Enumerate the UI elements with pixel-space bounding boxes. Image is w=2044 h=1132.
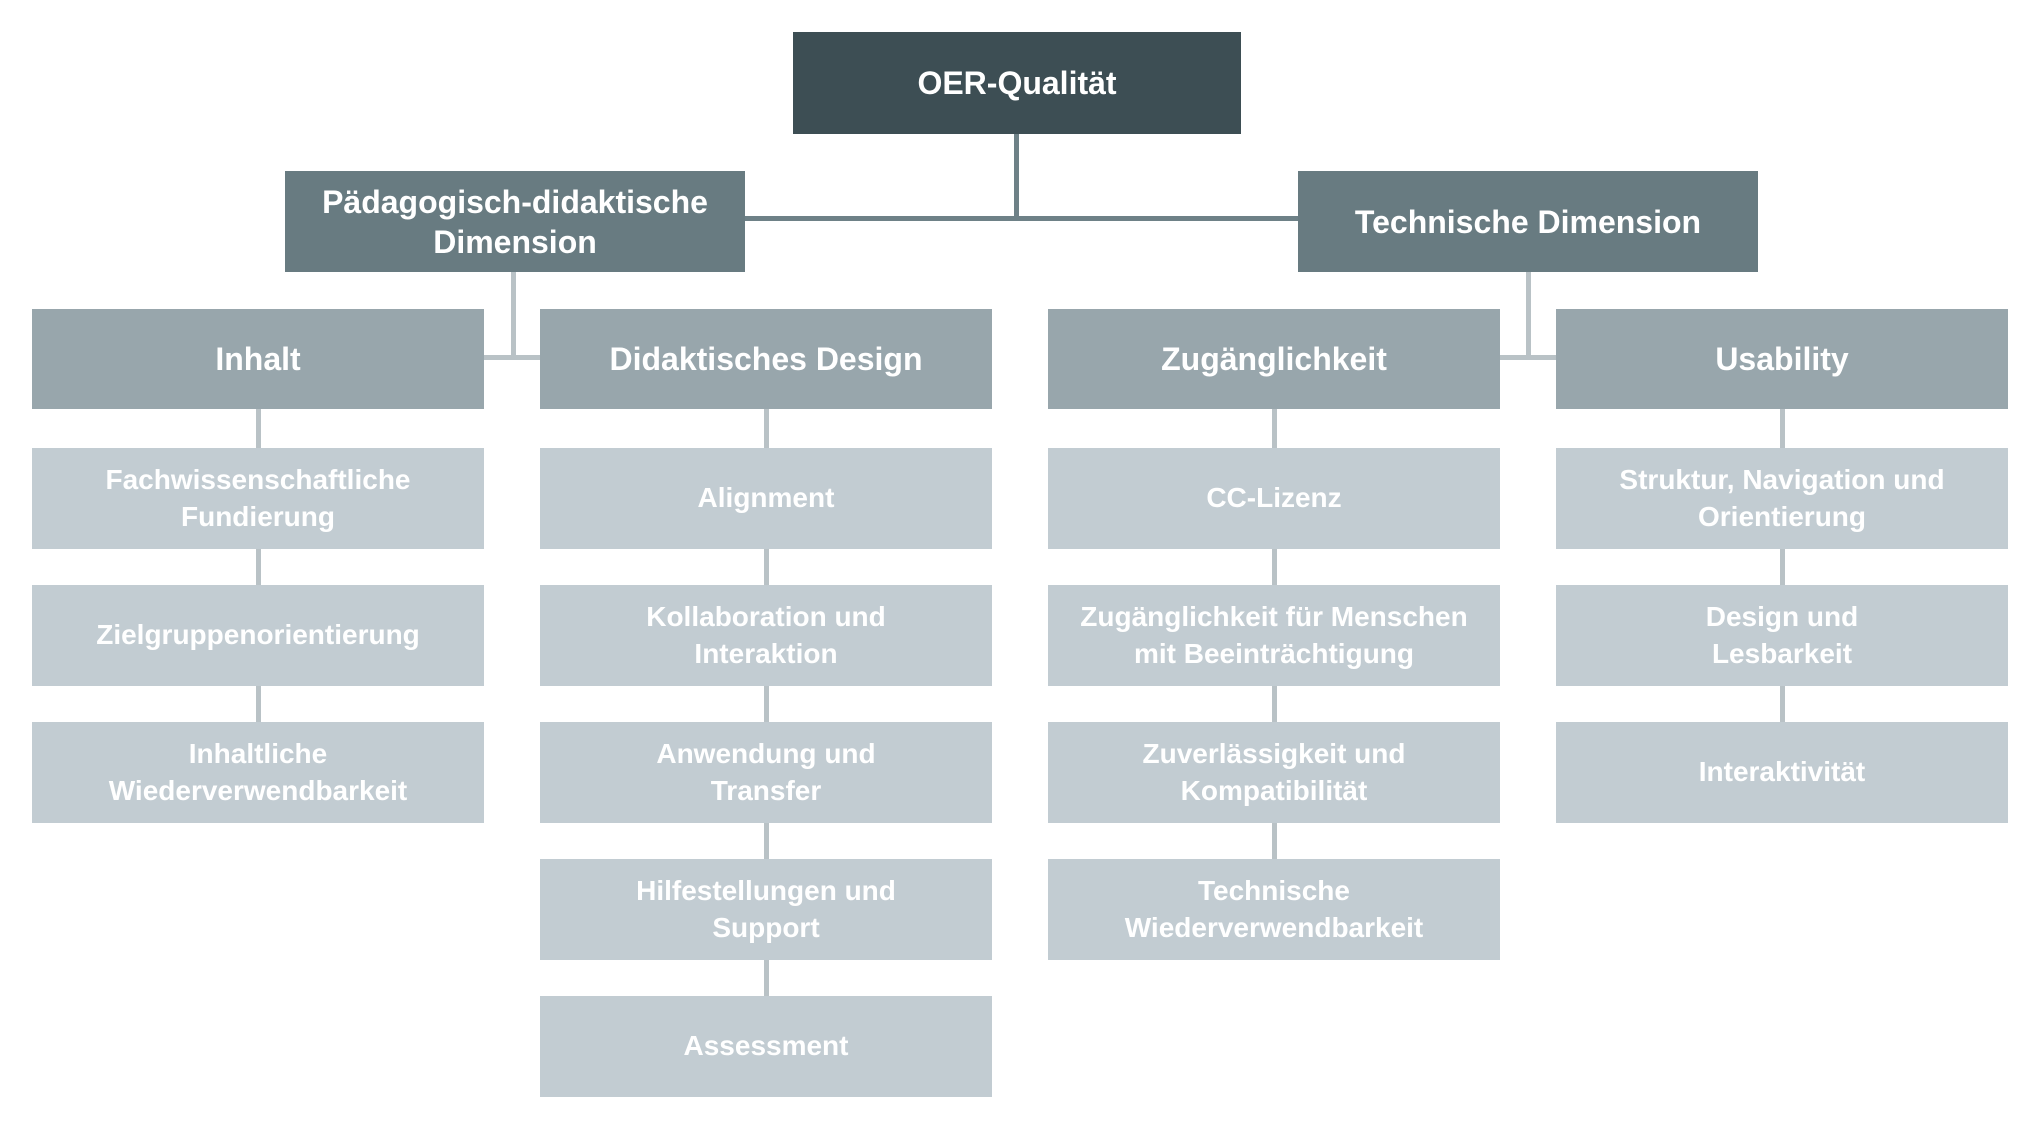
item-node-label: Technische Wiederverwendbarkeit [1124, 875, 1424, 943]
item-node-label: CC-Lizenz [1206, 482, 1342, 514]
category-node-label: Didaktisches Design [609, 341, 923, 377]
connector-col1-seg2 [256, 549, 261, 585]
category-node-label: Usability [1715, 341, 1849, 377]
item-node: Kollaboration und Interaktion [540, 585, 992, 686]
connector-col1-seg3 [256, 686, 261, 722]
connector-col2-seg1 [764, 409, 769, 448]
dimension-node-label: Technische Dimension [1354, 203, 1702, 240]
item-node: Inhaltliche Wiederverwendbarkeit [32, 722, 484, 823]
item-node-label: Zuverlässigkeit und Kompatibilität [1142, 738, 1406, 806]
item-node: Fachwissenschaftliche Fundierung [32, 448, 484, 549]
item-node: CC-Lizenz [1048, 448, 1500, 549]
category-node-label: Inhalt [215, 341, 301, 377]
connector-col4-seg1 [1780, 409, 1785, 448]
item-node-label: Design und Lesbarkeit [1705, 601, 1859, 669]
category-node-label: Zugänglichkeit [1161, 341, 1387, 377]
item-node-label: Inhaltliche Wiederverwendbarkeit [108, 738, 408, 806]
connector-root-drop [1014, 134, 1019, 218]
item-node: Hilfestellungen und Support [540, 859, 992, 960]
connector-stub-right [1500, 355, 1556, 360]
connector-dimension-left-drop [511, 272, 516, 358]
root-node-label: OER-Qualität [917, 65, 1117, 101]
connector-col3-seg2 [1272, 549, 1277, 585]
connector-col2-seg3 [764, 686, 769, 722]
dimension-node-label: Pädagogisch-didaktische Dimension [322, 183, 708, 260]
dimension-node-paedagogisch-didaktisch: Pädagogisch-didaktische Dimension [285, 171, 745, 272]
item-node: Struktur, Navigation und Orientierung [1556, 448, 2008, 549]
connector-col2-seg2 [764, 549, 769, 585]
item-node-label: Fachwissenschaftliche Fundierung [105, 464, 411, 532]
item-node-label: Anwendung und Transfer [656, 738, 876, 806]
item-node-label: Zugänglichkeit für Menschen mit Beeinträ… [1080, 601, 1468, 669]
item-node: Zielgruppenorientierung [32, 585, 484, 686]
connector-col2-seg4 [764, 823, 769, 859]
item-node: Interaktivität [1556, 722, 2008, 823]
connector-dimension-right-drop [1526, 272, 1531, 358]
item-node-label: Alignment [697, 482, 835, 514]
item-node-label: Assessment [683, 1030, 849, 1062]
item-node: Anwendung und Transfer [540, 722, 992, 823]
category-node-didaktisches-design: Didaktisches Design [540, 309, 992, 409]
dimension-node-technisch: Technische Dimension [1298, 171, 1758, 272]
connector-col2-seg5 [764, 960, 769, 996]
connector-col4-seg3 [1780, 686, 1785, 722]
item-node-label: Interaktivität [1698, 756, 1866, 788]
item-node: Zugänglichkeit für Menschen mit Beeinträ… [1048, 585, 1500, 686]
item-node: Zuverlässigkeit und Kompatibilität [1048, 722, 1500, 823]
item-node-label: Kollaboration und Interaktion [646, 601, 886, 669]
item-node-label: Struktur, Navigation und Orientierung [1619, 464, 1945, 532]
connector-col3-seg4 [1272, 823, 1277, 859]
connector-col4-seg2 [1780, 549, 1785, 585]
item-node: Technische Wiederverwendbarkeit [1048, 859, 1500, 960]
connector-col3-seg3 [1272, 686, 1277, 722]
category-node-usability: Usability [1556, 309, 2008, 409]
connector-col1-seg1 [256, 409, 261, 448]
connector-stub-left [484, 355, 540, 360]
item-node: Assessment [540, 996, 992, 1097]
category-node-zugaenglichkeit: Zugänglichkeit [1048, 309, 1500, 409]
item-node: Alignment [540, 448, 992, 549]
connector-dimensions-horizontal [745, 216, 1298, 221]
item-node: Design und Lesbarkeit [1556, 585, 2008, 686]
item-node-label: Hilfestellungen und Support [636, 875, 896, 943]
root-node-oer-qualitaet: OER-Qualität [793, 32, 1241, 134]
connector-col3-seg1 [1272, 409, 1277, 448]
category-node-inhalt: Inhalt [32, 309, 484, 409]
item-node-label: Zielgruppenorientierung [96, 619, 420, 651]
